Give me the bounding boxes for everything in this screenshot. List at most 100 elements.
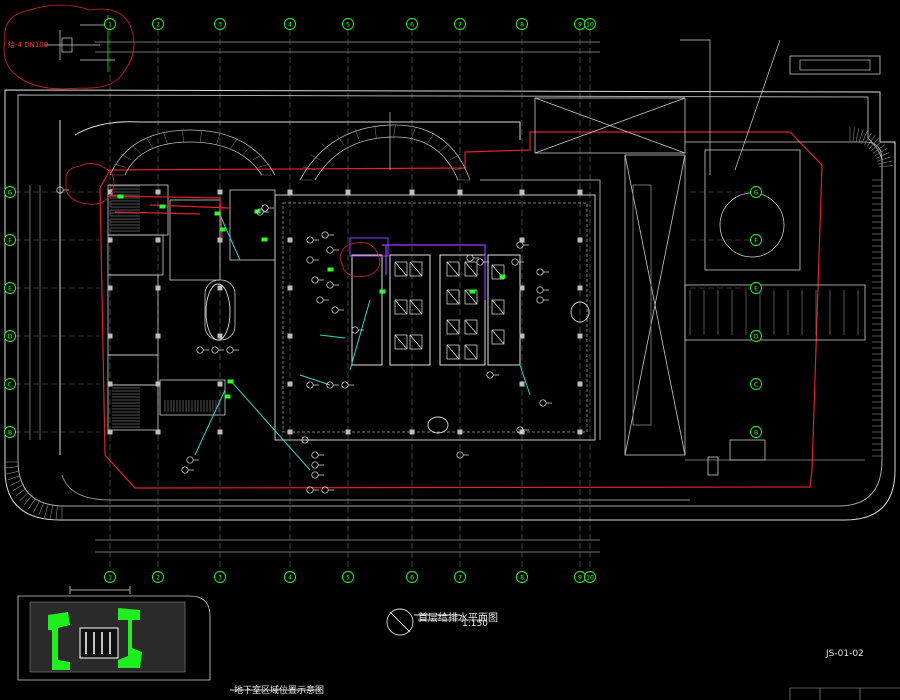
axis-bubble-bottom-3: 3 xyxy=(214,571,226,583)
structural-columns xyxy=(107,189,583,435)
axis-bubble-right-E: E xyxy=(750,282,762,294)
svg-text:4: 4 xyxy=(288,22,292,29)
axis-bubble-top-9: 9 xyxy=(574,18,586,30)
svg-text:C: C xyxy=(754,382,758,389)
svg-text:2: 2 xyxy=(156,22,160,29)
svg-text:4: 4 xyxy=(288,575,292,582)
svg-text:9: 9 xyxy=(578,22,582,29)
core-fixtures xyxy=(394,261,505,360)
right-wing xyxy=(684,55,883,476)
axis-bubble-bottom-9: 9 xyxy=(574,571,586,583)
drawing-title: 首层给排水平面图 xyxy=(418,613,498,624)
ramp-hatching-bottom xyxy=(5,461,63,520)
ramp-top-right xyxy=(299,124,471,181)
axis-bubble-left-E: E xyxy=(4,282,16,294)
svg-text:7: 7 xyxy=(458,22,462,29)
axis-bubble-bottom-7: 7 xyxy=(454,571,466,583)
svg-text:6: 6 xyxy=(410,575,414,582)
axis-bubble-bottom-6: 6 xyxy=(406,571,418,583)
horizontal-grid-lines xyxy=(15,191,765,433)
central-cores xyxy=(349,237,521,366)
ramp-top-left xyxy=(109,129,276,176)
right-vehicle-ramp xyxy=(534,97,686,456)
svg-text:5: 5 xyxy=(346,575,350,582)
axis-bubble-bottom-2: 2 xyxy=(152,571,164,583)
axis-bubble-top-3: 3 xyxy=(214,18,226,30)
red-boundary xyxy=(99,131,823,489)
axis-bubble-bottom-4: 4 xyxy=(284,571,296,583)
drawing-scale: 1:150 xyxy=(462,619,488,629)
leader-lines xyxy=(389,39,781,175)
right-wing-hatching xyxy=(689,290,859,335)
axis-bubble-top-1: 1 xyxy=(104,18,116,30)
top-dimension-lines xyxy=(95,41,600,553)
axis-bubble-top-10: 10 xyxy=(584,18,596,30)
core-outline xyxy=(274,179,601,441)
title-block-corner xyxy=(789,687,900,700)
svg-text:E: E xyxy=(754,286,758,293)
drainage-piping xyxy=(194,214,531,471)
axis-bubble-top-6: 6 xyxy=(406,18,418,30)
axis-bubble-top-8: 8 xyxy=(516,18,528,30)
svg-text:10: 10 xyxy=(586,575,594,582)
key-plan xyxy=(17,586,320,691)
axis-bubble-right-F: F xyxy=(750,234,762,246)
axis-bubble-bottom-8: 8 xyxy=(516,571,528,583)
axis-bubble-top-2: 2 xyxy=(152,18,164,30)
building-outline xyxy=(4,89,896,521)
left-rooms xyxy=(107,184,276,431)
svg-text:10: 10 xyxy=(586,22,594,29)
svg-text:F: F xyxy=(8,238,12,245)
svg-text:G: G xyxy=(8,190,13,197)
axis-bubble-right-G: G xyxy=(750,186,762,198)
svg-text:5: 5 xyxy=(346,22,350,29)
svg-text:3: 3 xyxy=(218,22,222,29)
svg-text:1: 1 xyxy=(108,22,112,29)
riser-tags xyxy=(56,186,552,494)
svg-text:6: 6 xyxy=(410,22,414,29)
keyplan-caption: 地下室区域位置示意图 xyxy=(234,686,325,696)
axis-bubble-top-7: 7 xyxy=(454,18,466,30)
revision-clouds xyxy=(3,4,381,278)
svg-text:3: 3 xyxy=(218,575,222,582)
left-dimension-lines xyxy=(29,185,41,440)
sheet-number: JS-01-02 xyxy=(826,649,864,659)
svg-text:F: F xyxy=(754,238,758,245)
right-ramp-hatching xyxy=(849,127,893,457)
water-supply-piping xyxy=(382,244,486,300)
svg-text:1: 1 xyxy=(108,575,112,582)
riser-tag-label: 给-4 DN100 xyxy=(8,41,49,49)
axis-bubble-right-C: C xyxy=(750,378,762,390)
axis-bubble-left-B: B xyxy=(4,426,16,438)
vertical-grid-lines xyxy=(109,30,591,570)
svg-text:D: D xyxy=(8,334,13,341)
axis-bubble-bottom-10: 10 xyxy=(584,571,596,583)
svg-text:8: 8 xyxy=(520,575,524,582)
round-features xyxy=(205,283,590,434)
svg-text:8: 8 xyxy=(520,22,524,29)
svg-text:E: E xyxy=(8,286,12,293)
svg-text:9: 9 xyxy=(578,575,582,582)
svg-text:2: 2 xyxy=(156,575,160,582)
axis-bubble-bottom-1: 1 xyxy=(104,571,116,583)
axis-bubble-right-B: B xyxy=(750,426,762,438)
axis-bubble-left-G: G xyxy=(4,186,16,198)
svg-text:B: B xyxy=(754,430,758,437)
ramp-top-hatching xyxy=(112,125,470,181)
svg-text:C: C xyxy=(8,382,12,389)
svg-text:G: G xyxy=(754,190,759,197)
axis-bubble-left-F: F xyxy=(4,234,16,246)
axis-bubble-bottom-5: 5 xyxy=(342,571,354,583)
svg-text:7: 7 xyxy=(458,575,462,582)
north-arrow xyxy=(386,608,460,636)
svg-text:D: D xyxy=(754,334,759,341)
axis-bubble-top-4: 4 xyxy=(284,18,296,30)
axis-bubble-right-D: D xyxy=(750,330,762,342)
svg-text:B: B xyxy=(8,430,12,437)
axis-bubble-left-D: D xyxy=(4,330,16,342)
equipment-markers xyxy=(117,194,506,399)
axis-bubble-top-5: 5 xyxy=(342,18,354,30)
stair-hatching-left xyxy=(110,185,220,428)
